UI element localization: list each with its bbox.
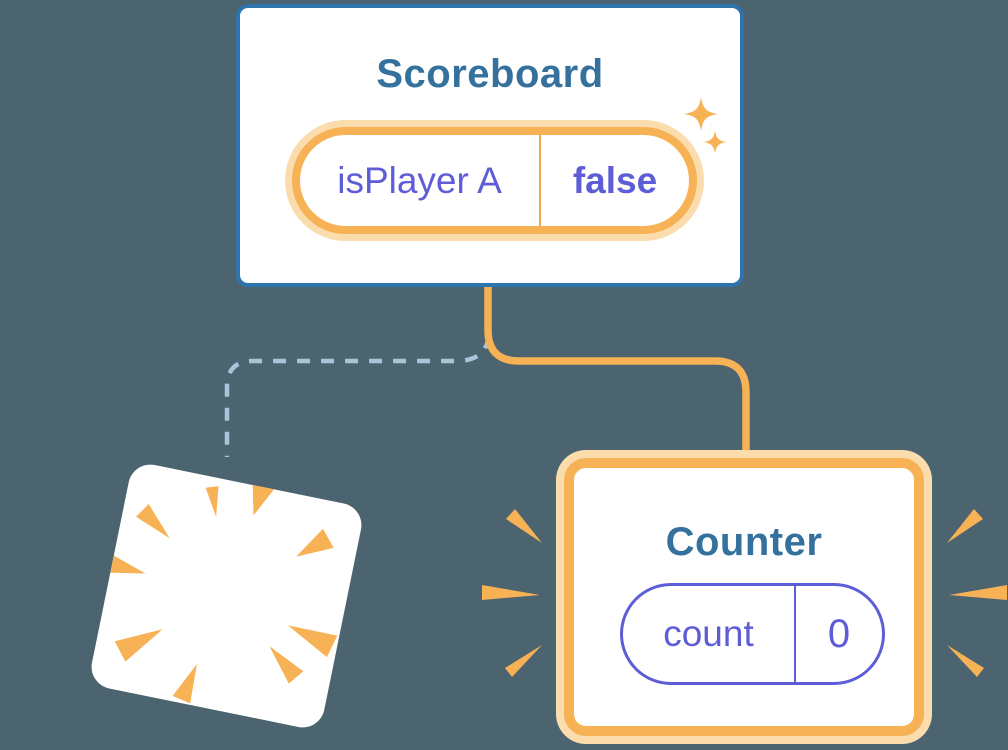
burst-wedge: [287, 625, 338, 658]
counter-state-pill: count 0: [620, 583, 885, 685]
state-value-label: false: [572, 159, 658, 201]
counter-title: Counter: [665, 520, 823, 564]
burst-wedge: [296, 528, 334, 557]
counter-card-highlight: Counter count 0: [556, 450, 932, 744]
scoreboard-state-pill: isPlayer A false: [292, 127, 697, 234]
burst-wedge: [135, 504, 170, 539]
burst-wedge: [205, 486, 219, 517]
dashed-connector-line: [224, 335, 492, 457]
burst-wedge: [106, 554, 146, 574]
solid-connector-line: [484, 281, 750, 460]
explosion-burst-icon: [106, 477, 338, 704]
state-name-label: count: [663, 613, 754, 654]
pill-divider: [539, 135, 541, 226]
scoreboard-title: Scoreboard: [376, 52, 604, 96]
state-name-cell: count: [623, 586, 794, 682]
burst-wedge: [114, 629, 163, 662]
state-name-label: isPlayer A: [337, 159, 502, 201]
scoreboard-card: Scoreboard isPlayer A false: [236, 4, 744, 287]
pill-divider: [794, 586, 796, 682]
state-value-cell: false: [541, 135, 689, 226]
state-value-label: 0: [827, 611, 851, 656]
burst-wedge: [269, 646, 304, 684]
destroyed-state-card: [87, 460, 366, 732]
state-name-cell: isPlayer A: [300, 135, 539, 226]
state-value-cell: 0: [796, 586, 882, 682]
burst-wedge: [172, 663, 197, 704]
counter-card: Counter count 0: [564, 458, 924, 736]
